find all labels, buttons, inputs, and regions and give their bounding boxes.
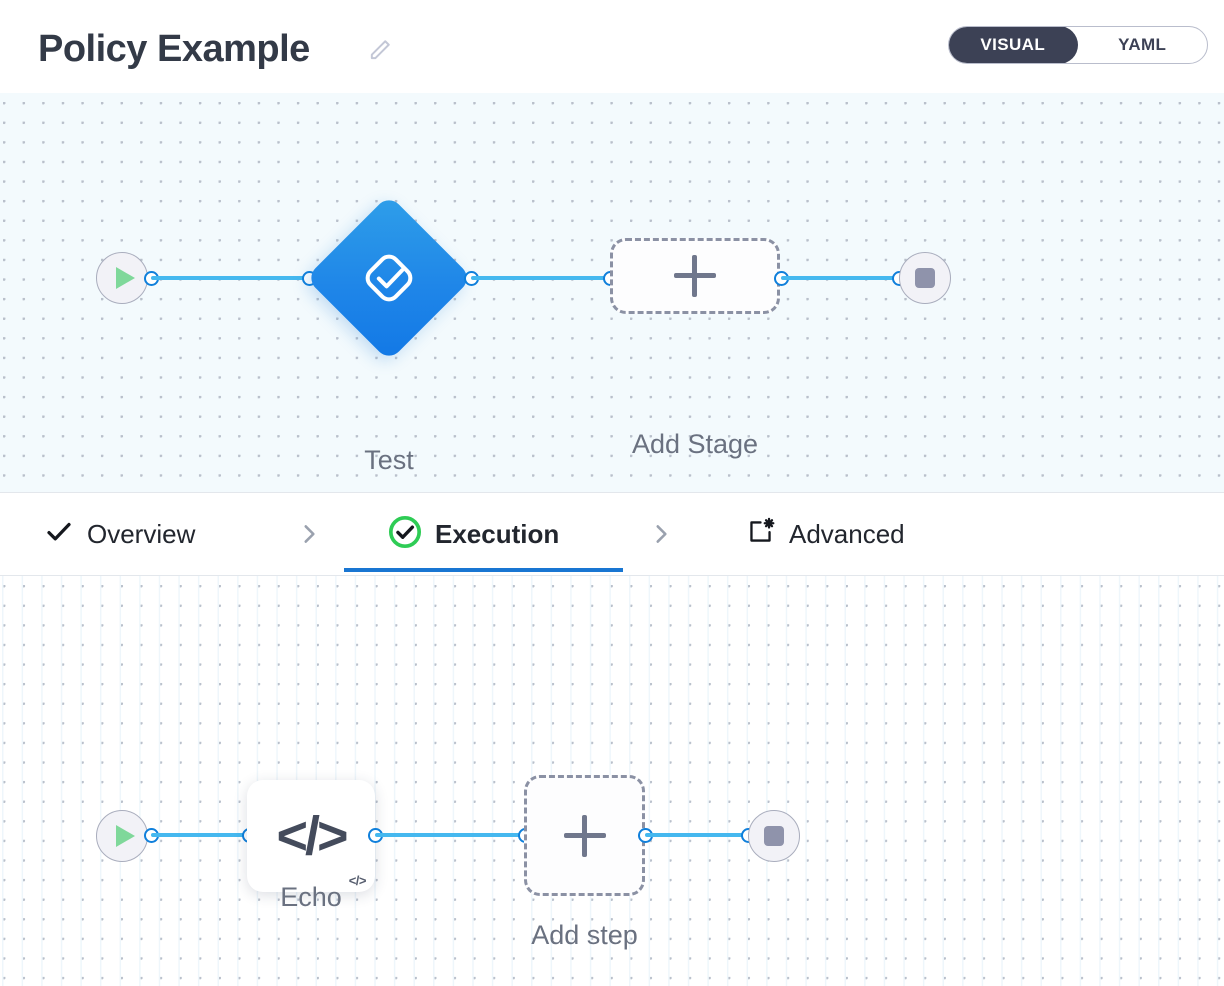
play-icon: [115, 267, 135, 289]
step-end-node[interactable]: [748, 810, 800, 862]
tab-advanced-label: Advanced: [789, 518, 905, 549]
stage-canvas[interactable]: Test Add Stage: [0, 93, 1224, 493]
plus-icon: [674, 255, 716, 297]
step-canvas[interactable]: </> </> Echo Add step: [0, 575, 1224, 986]
page-title: Policy Example: [38, 28, 310, 70]
tab-overview[interactable]: Overview: [44, 493, 195, 575]
edge-start-to-echo: [151, 833, 249, 837]
view-mode-toggle[interactable]: VISUAL YAML: [948, 26, 1208, 64]
code-badge-icon: </>: [348, 873, 367, 888]
edge-echo-to-addstep: [375, 833, 525, 837]
stage-label-test: Test: [364, 445, 414, 475]
code-icon: </>: [276, 806, 348, 866]
pencil-icon[interactable]: [366, 36, 394, 64]
stop-icon: [915, 268, 935, 288]
add-stage-button[interactable]: [610, 238, 780, 314]
pipeline-start-node[interactable]: [96, 252, 148, 304]
add-step-label: Add step: [531, 920, 638, 950]
tab-separator-2-chevron-right-icon: [648, 493, 674, 575]
tab-execution-label: Execution: [435, 518, 560, 549]
edge-addstep-to-end: [645, 833, 753, 837]
add-stage-label: Add Stage: [631, 429, 759, 459]
tab-execution[interactable]: Execution: [388, 493, 559, 575]
window-gear-icon: [745, 516, 776, 552]
play-icon: [115, 825, 135, 847]
add-step-button[interactable]: [524, 775, 645, 896]
mode-toggle-yaml[interactable]: YAML: [1118, 35, 1167, 54]
check-diamond-icon: [314, 203, 464, 353]
step-label-echo: Echo: [280, 882, 342, 912]
tab-active-underline: [344, 568, 623, 572]
check-icon: [44, 517, 74, 552]
section-tabbar: Overview Execution Advanced: [0, 493, 1224, 575]
tab-separator-1-chevron-right-icon: [296, 493, 322, 575]
edge-start-to-test: [151, 276, 309, 280]
stop-icon: [764, 826, 784, 846]
edge-addstage-to-end: [781, 276, 899, 280]
pipeline-end-node[interactable]: [899, 252, 951, 304]
mode-toggle-visual[interactable]: VISUAL: [949, 27, 1078, 63]
plus-icon: [563, 814, 606, 857]
check-circle-icon: [388, 515, 422, 554]
page-header: Policy Example VISUAL YAML: [0, 0, 1224, 93]
tab-advanced[interactable]: Advanced: [745, 493, 905, 575]
tab-overview-label: Overview: [87, 518, 196, 549]
edge-test-to-addstage: [471, 276, 611, 280]
step-start-node[interactable]: [96, 810, 148, 862]
step-node-echo[interactable]: </> </>: [247, 780, 375, 892]
stage-node-test[interactable]: [305, 194, 473, 362]
